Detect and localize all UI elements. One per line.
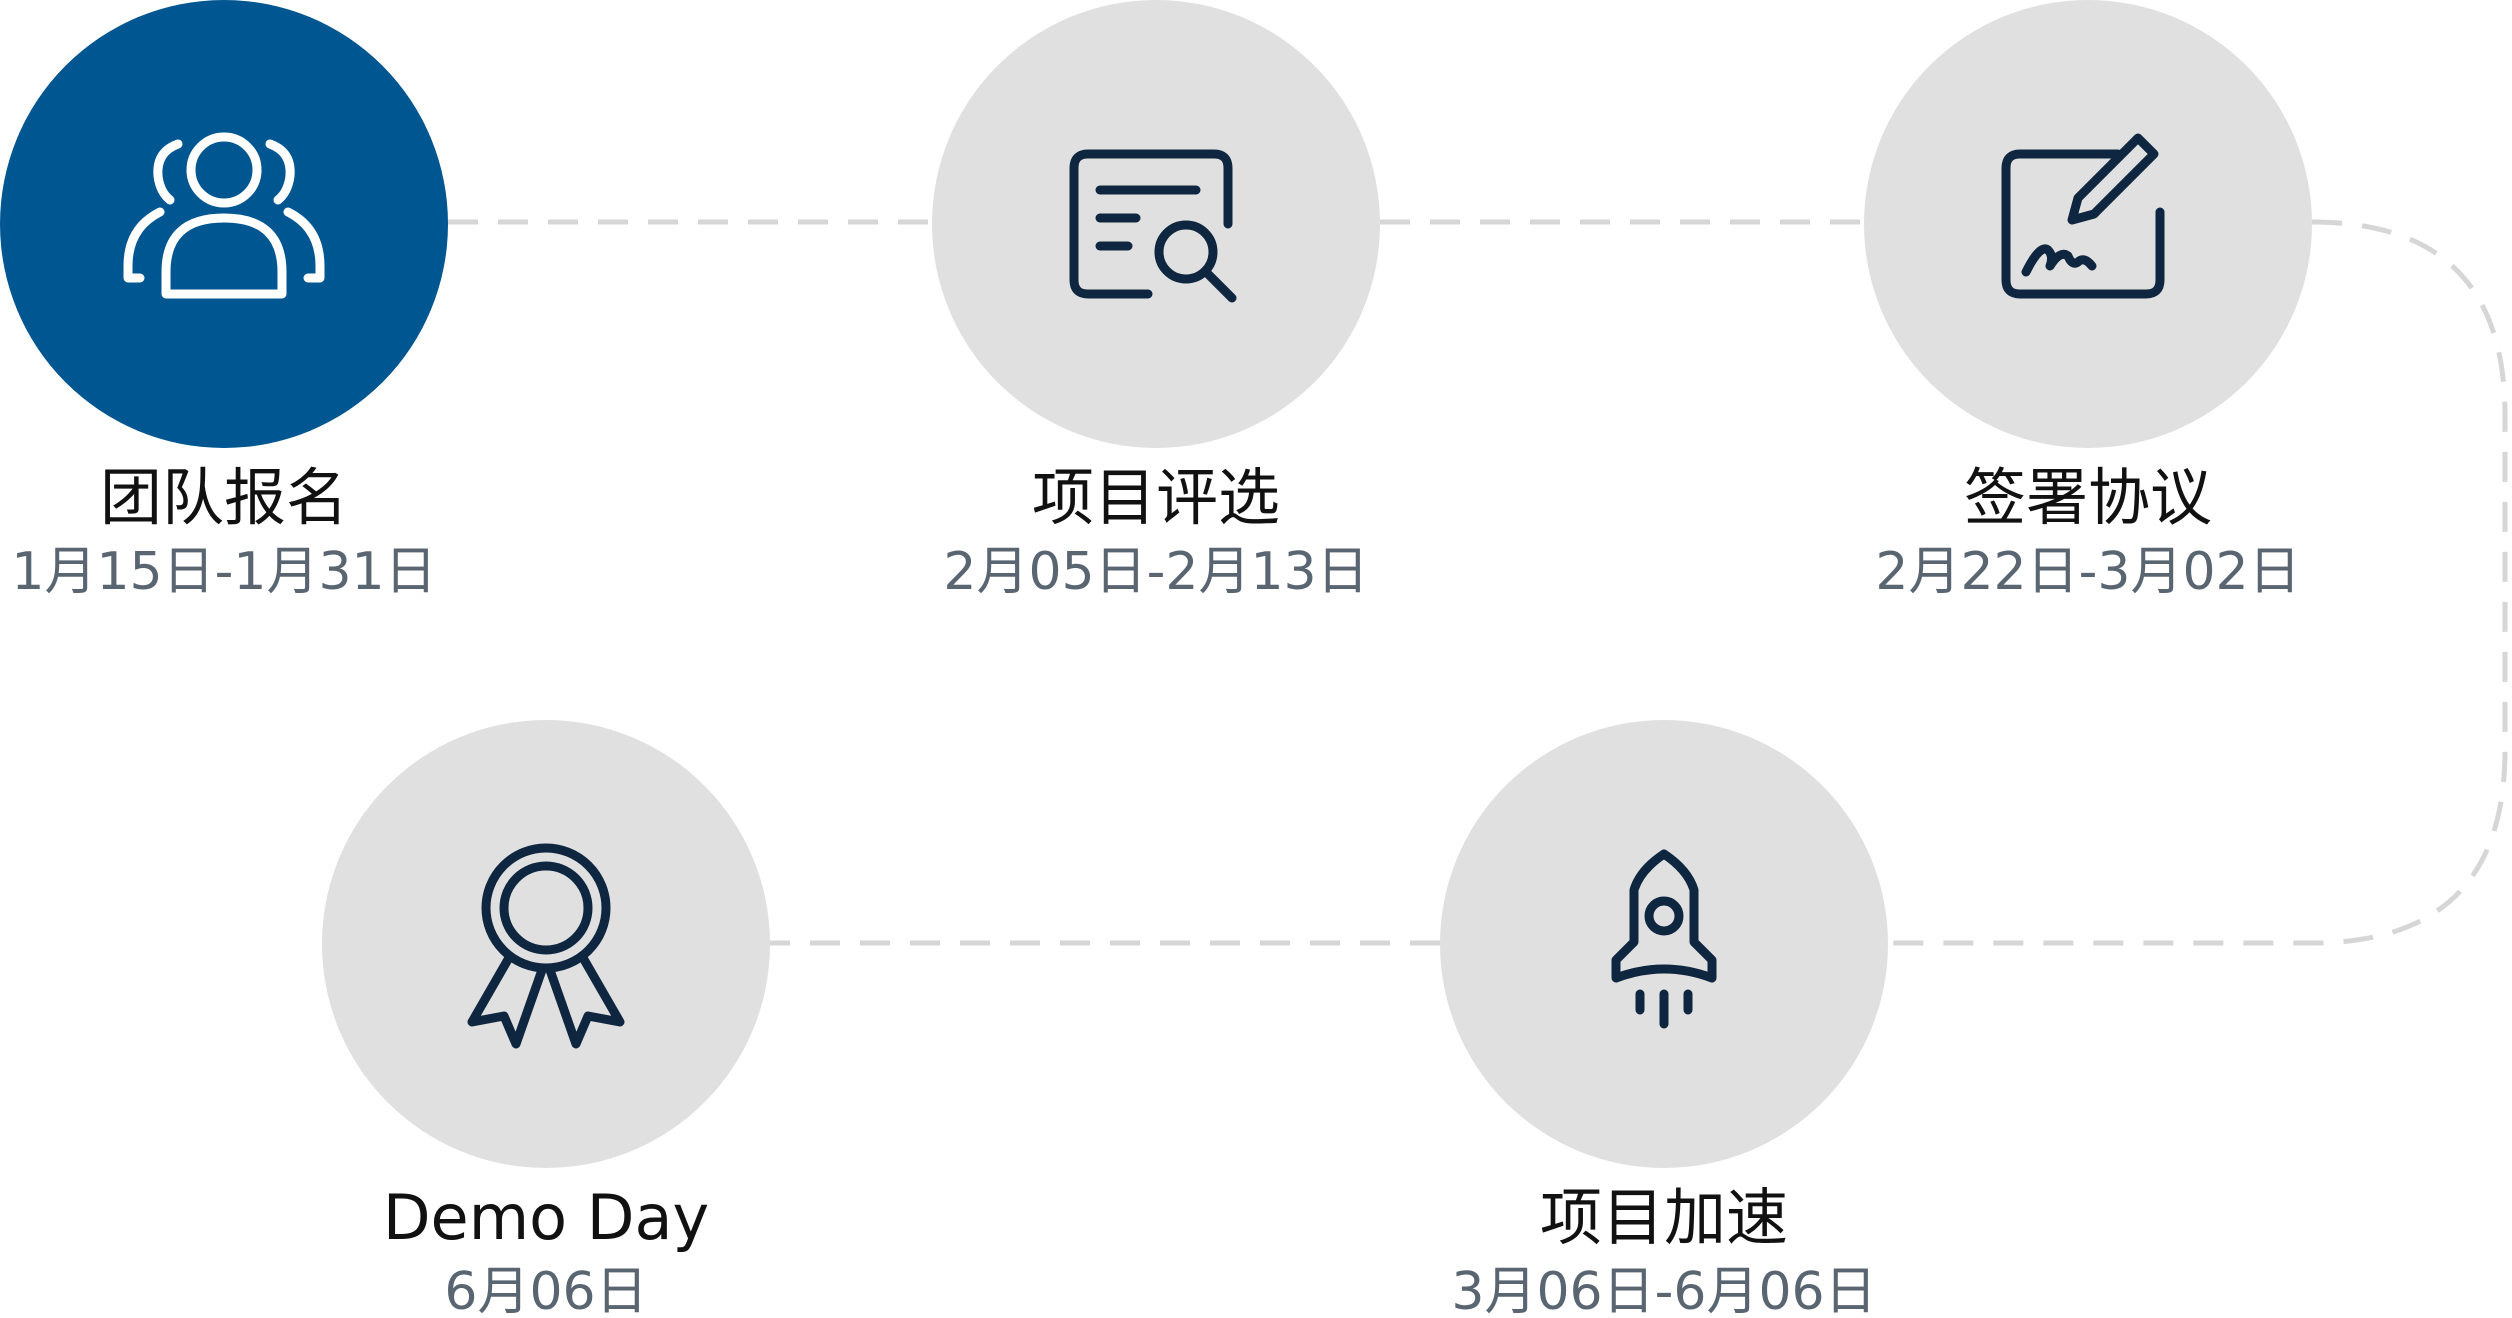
step-sign-agreement: 签署协议 2月22日-3月02日: [1864, 0, 2312, 604]
document-search-icon: [1069, 149, 1237, 303]
step-project-selection: 项目评选 2月05日-2月13日: [932, 0, 1380, 604]
step-demo-day: Demo Day 6月06日: [322, 720, 770, 1318]
step-date: 1月15日-1月31日: [11, 542, 437, 602]
step-circle: [1440, 720, 1888, 1168]
step-title: Demo Day: [382, 1181, 710, 1254]
step-date: 3月06日-6月06日: [1451, 1262, 1877, 1318]
step-title: 签署协议: [1963, 461, 2212, 534]
rocket-icon: [1611, 849, 1717, 1029]
step-date: 6月06日: [444, 1262, 648, 1318]
connector-3-4: [1888, 219, 2508, 946]
step-date: 2月22日-3月02日: [1875, 542, 2301, 602]
award-icon: [467, 843, 625, 1049]
sign-agreement-icon: [2001, 133, 2165, 299]
team-icon: [123, 132, 325, 299]
step-date: 2月05日-2月13日: [943, 542, 1369, 602]
step-circle: [932, 0, 1380, 448]
step-title: 项目加速: [1539, 1181, 1788, 1254]
step-title: 团队报名: [99, 461, 348, 534]
step-circle: [0, 0, 448, 448]
step-title: 项目评选: [1031, 461, 1280, 534]
step-circle: [1864, 0, 2312, 448]
step-team-registration: 团队报名 1月15日-1月31日: [0, 0, 448, 604]
step-project-acceleration: 项目加速 3月06日-6月06日: [1440, 720, 1888, 1318]
step-circle: [322, 720, 770, 1168]
